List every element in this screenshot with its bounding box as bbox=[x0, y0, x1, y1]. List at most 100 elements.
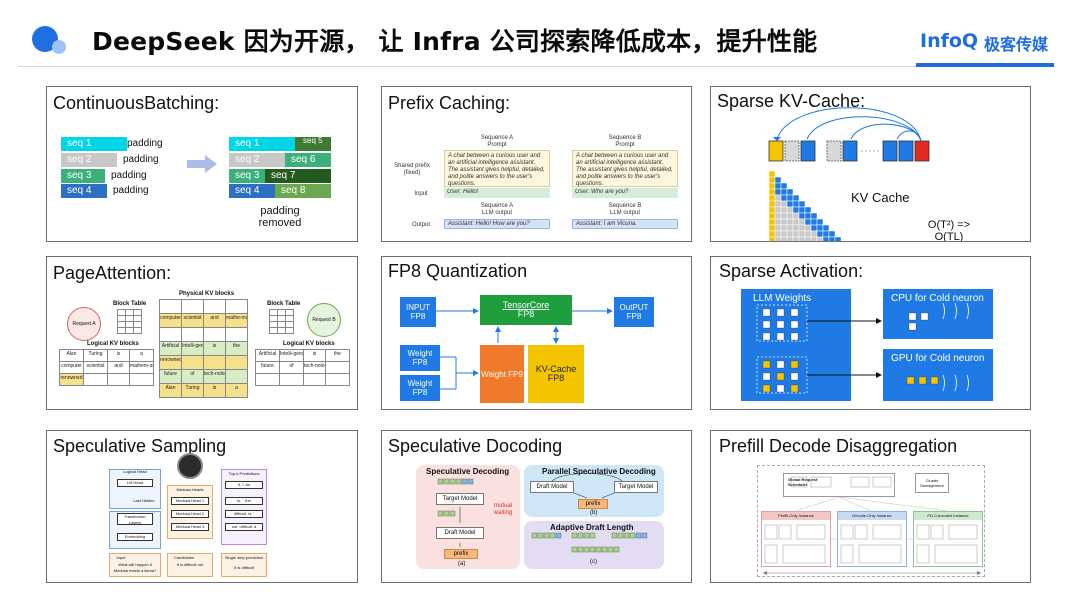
padding-label: padding bbox=[127, 138, 163, 149]
kv-cache-fp8-box: KV-Cache FP8 bbox=[528, 345, 584, 403]
medusa-head-node: Medusa Head 1 bbox=[171, 497, 209, 505]
kv-cell: tech-nology bbox=[204, 370, 226, 384]
kv-cell: future bbox=[160, 370, 182, 384]
prefix-node: prefix bbox=[444, 549, 478, 559]
kv-cell: Turing bbox=[84, 350, 108, 362]
kv-cell: computer bbox=[60, 362, 84, 374]
kv-cell bbox=[182, 300, 204, 314]
kv-matrix-cell bbox=[792, 200, 800, 208]
assistant-output-b: Assistant: I am Vicuna. bbox=[572, 219, 678, 229]
global-scheduler-label: Global Request Scheduler bbox=[788, 477, 818, 487]
kv-matrix-cell bbox=[786, 200, 794, 208]
neuron-square bbox=[930, 376, 939, 385]
top-k-title: Top-k Predictions bbox=[228, 471, 260, 476]
candidates-box bbox=[167, 553, 213, 577]
kv-cell: Intelli-gence bbox=[280, 350, 304, 362]
weight-fp9-box: Weight FP9 bbox=[480, 345, 524, 403]
kv-matrix-cell bbox=[792, 206, 800, 214]
kv-cell: computer bbox=[160, 314, 182, 328]
seq-block-next: seq 6 bbox=[285, 153, 331, 167]
neuron-square bbox=[790, 308, 799, 317]
kv-matrix-cell bbox=[834, 236, 842, 241]
embedding-node: Embedding bbox=[117, 533, 153, 541]
seq-b-llm-output: LLM output bbox=[609, 210, 641, 216]
seq-block-next: seq 8 bbox=[275, 184, 331, 198]
kv-matrix-cell bbox=[768, 218, 776, 226]
kv-cell bbox=[304, 374, 326, 386]
kv-matrix-cell bbox=[804, 212, 812, 220]
kv-cell: a bbox=[130, 350, 154, 362]
panel-title: FP8 Quantization bbox=[388, 261, 528, 281]
panel-speculative-sampling: Speculative Sampling Logical Head LM Hea… bbox=[46, 430, 358, 583]
kv-cell: the bbox=[326, 350, 350, 362]
adaptive-box bbox=[524, 521, 664, 569]
panel-title: Speculative Sampling bbox=[53, 436, 227, 456]
kv-matrix-cell bbox=[786, 236, 794, 241]
kv-matrix-cell bbox=[768, 176, 776, 184]
neuron-square bbox=[762, 320, 771, 329]
kv-matrix-cell bbox=[768, 224, 776, 232]
kv-matrix-cell bbox=[804, 218, 812, 226]
kv-cell: is bbox=[204, 342, 226, 356]
seq-a-llm: Sequence A bbox=[480, 203, 514, 209]
kv-cell: scientist bbox=[84, 362, 108, 374]
kv-matrix-cell bbox=[774, 236, 782, 241]
neuron-square bbox=[908, 312, 917, 321]
kv-cell: and bbox=[204, 314, 226, 328]
sparse-kv-diagram bbox=[768, 107, 930, 241]
kv-matrix-cell bbox=[786, 218, 794, 226]
kv-cell: Turing bbox=[182, 384, 204, 398]
kv-matrix-cell bbox=[786, 206, 794, 214]
spec-decoding-diagram bbox=[437, 473, 648, 553]
kv-cell: Artificial bbox=[160, 342, 182, 356]
input-text: What will happen if Medusa meets a llama… bbox=[113, 562, 157, 573]
panel-fp8-quantization: FP8 Quantization INPUT FP8 TensorCore FP… bbox=[381, 256, 692, 410]
kv-matrix-cell bbox=[768, 188, 776, 196]
colocated-label: PD-Colocated Instance bbox=[914, 512, 982, 520]
kv-matrix-cell bbox=[816, 218, 824, 226]
medusa-head-node: Medusa Head 3 bbox=[171, 523, 209, 531]
medusa-logo-icon bbox=[177, 453, 203, 479]
kv-cell: is bbox=[204, 384, 226, 398]
kv-matrix-cell bbox=[780, 218, 788, 226]
kv-matrix-cell bbox=[798, 224, 806, 232]
logical-head-label: Logical Head bbox=[123, 469, 147, 474]
page-title: DeepSeek 因为开源， 让 Infra 公司探索降低成本，提升性能 bbox=[92, 27, 818, 56]
kv-matrix-cell bbox=[768, 212, 776, 220]
candidates-text: It is difficult not bbox=[176, 562, 204, 567]
logical-kv-blocks-b: ArtificialIntelli-genceisthefutureoftech… bbox=[255, 349, 350, 386]
kv-matrix-cell bbox=[780, 236, 788, 241]
draft-model-node: Draft Model bbox=[530, 481, 574, 493]
kv-cell bbox=[226, 300, 248, 314]
seq-a-prompt: Prompt bbox=[487, 142, 507, 148]
seq-block: seq 3 bbox=[61, 169, 105, 183]
infoq-logo-subtitle: 极客传媒 bbox=[984, 35, 1049, 54]
draft-model-node: Draft Model bbox=[436, 527, 484, 539]
seq-block: seq 1 bbox=[229, 137, 295, 151]
label-fixed: (fixed) bbox=[403, 170, 421, 176]
llm-weights-label: LLM Weights bbox=[753, 293, 812, 304]
prefix-node: prefix bbox=[578, 499, 608, 509]
tensor-core-fp: FP8 bbox=[517, 309, 535, 319]
panel-title: Sparse Activation: bbox=[719, 261, 864, 281]
kv-matrix-cell bbox=[780, 194, 788, 202]
kv-cell: Alan bbox=[160, 384, 182, 398]
medusa-heads-title: Medusa Heads bbox=[176, 487, 204, 492]
seq-a-llm-output: LLM output bbox=[481, 210, 513, 216]
neuron-square bbox=[776, 372, 785, 381]
padding-label: padding bbox=[111, 170, 147, 181]
kv-matrix-cell bbox=[810, 236, 818, 241]
kv-matrix-cell bbox=[768, 236, 776, 241]
kv-matrix-cell bbox=[780, 182, 788, 190]
neuron-square bbox=[790, 332, 799, 341]
gpu-box: GPU for Cold neuron bbox=[883, 349, 993, 401]
kv-matrix-cell bbox=[828, 236, 836, 241]
panel-sparse-kv-cache: Sparse KV-Cache: KV Cache O(T²) => O(TL) bbox=[710, 86, 1031, 242]
kv-cell: a bbox=[226, 384, 248, 398]
kv-matrix-cell bbox=[822, 224, 830, 232]
neuron-square bbox=[920, 312, 929, 321]
kv-matrix-cell bbox=[774, 200, 782, 208]
kv-cache-label: KV Cache bbox=[851, 190, 910, 205]
seq-b-header: Sequence B bbox=[608, 135, 642, 141]
